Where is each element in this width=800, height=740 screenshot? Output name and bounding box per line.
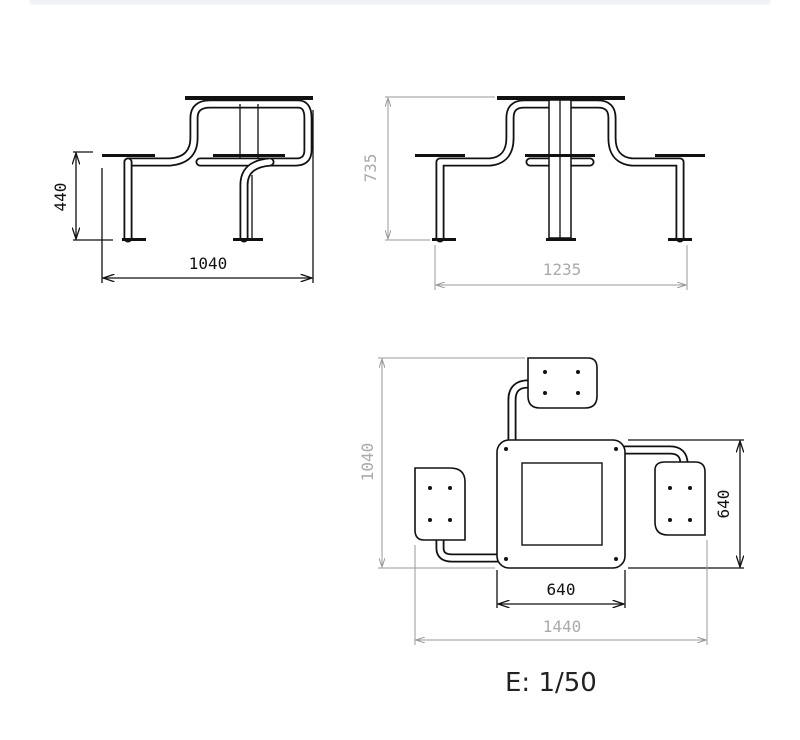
side-width-dim: 1040 [189, 254, 228, 273]
front-width-dim: 1235 [543, 260, 582, 279]
front-view: 735 1235 [361, 96, 705, 290]
plan-table-depth-dim: 640 [714, 490, 733, 519]
front-height-dim: 735 [361, 154, 380, 183]
plan-depth-dim: 1040 [358, 443, 377, 482]
top-bar [30, 0, 770, 3]
plan-total-width-dim: 1440 [543, 617, 582, 636]
scale-label: E: 1/50 [505, 668, 597, 698]
side-height-dim: 440 [51, 183, 70, 212]
plan-table-width-dim: 640 [547, 580, 576, 599]
side-view: 440 1040 [51, 96, 314, 283]
plan-view: 1040 640 640 1440 [358, 357, 744, 645]
